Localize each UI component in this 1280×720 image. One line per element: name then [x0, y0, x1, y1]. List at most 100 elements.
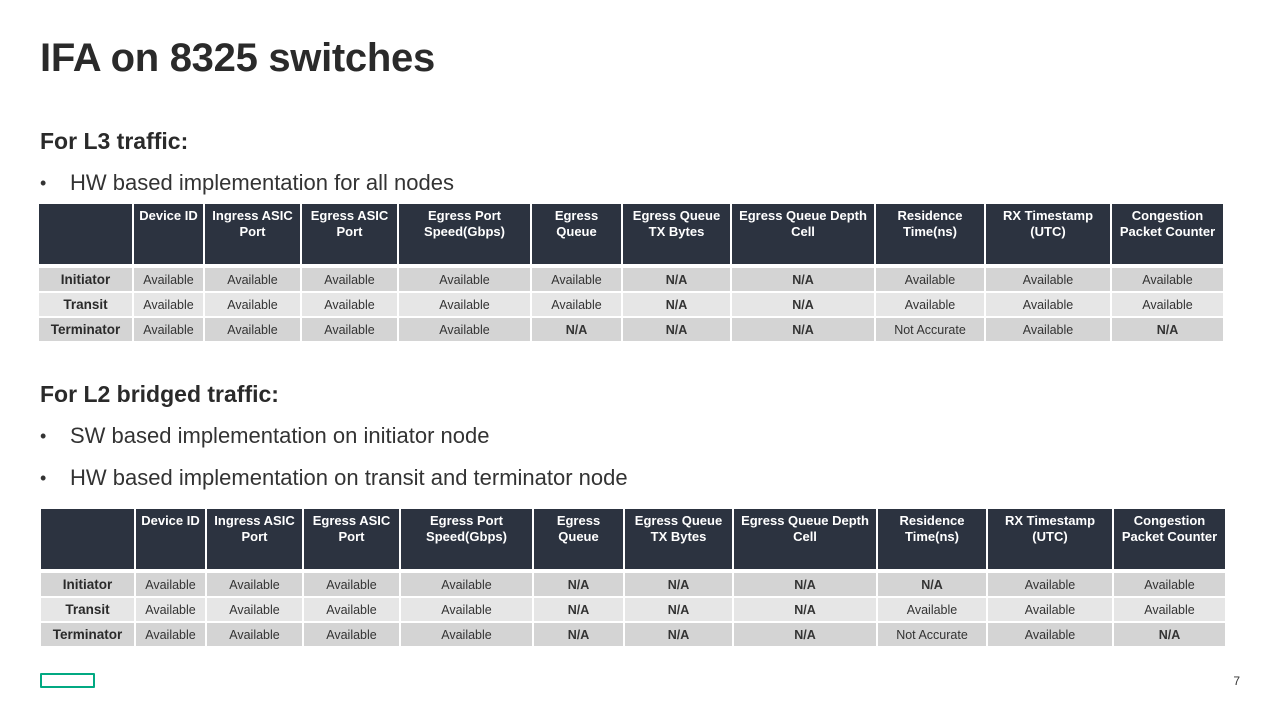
- table-cell: Available: [399, 318, 530, 343]
- table-cell: N/A: [625, 573, 732, 598]
- column-header: Congestion Packet Counter: [1114, 509, 1225, 573]
- table-cell: Available: [302, 318, 397, 343]
- table-cell: N/A: [732, 318, 874, 343]
- table-cell: Available: [399, 268, 530, 293]
- table-cell: Available: [136, 598, 205, 623]
- table-cell: N/A: [534, 573, 623, 598]
- table-cell: Available: [401, 623, 532, 648]
- bullet-text: HW based implementation for all nodes: [70, 170, 454, 195]
- table-cell: Available: [304, 598, 399, 623]
- row-label: Terminator: [39, 318, 132, 343]
- table-cell: Available: [876, 293, 984, 318]
- table-cell: Available: [401, 598, 532, 623]
- table-cell: Available: [401, 573, 532, 598]
- table-cell: N/A: [734, 573, 876, 598]
- table-cell: Available: [205, 293, 300, 318]
- table-cell: Available: [1112, 268, 1223, 293]
- table-cell: N/A: [534, 623, 623, 648]
- table-cell: Available: [304, 573, 399, 598]
- table-cell: Available: [205, 268, 300, 293]
- row-label: Initiator: [41, 573, 134, 598]
- table-header-row: Device ID Ingress ASIC Port Egress ASIC …: [39, 204, 1223, 268]
- table-cell: Available: [986, 318, 1110, 343]
- table-cell: N/A: [734, 623, 876, 648]
- table-cell: Available: [136, 623, 205, 648]
- table-cell: N/A: [732, 293, 874, 318]
- bullet-text: HW based implementation on transit and t…: [70, 465, 628, 490]
- column-header: Egress ASIC Port: [304, 509, 399, 573]
- table-cell: Available: [1114, 598, 1225, 623]
- table-cell: Available: [1114, 573, 1225, 598]
- column-header: Residence Time(ns): [878, 509, 986, 573]
- table-cell: N/A: [623, 293, 730, 318]
- column-header: RX Timestamp (UTC): [986, 204, 1110, 268]
- hpe-logo-icon: [40, 673, 95, 688]
- page-title: IFA on 8325 switches: [40, 36, 435, 80]
- column-header: Egress Port Speed(Gbps): [401, 509, 532, 573]
- bullet-dot-icon: •: [40, 172, 47, 193]
- table-cell: Available: [532, 268, 621, 293]
- table-cell: Available: [988, 623, 1112, 648]
- table-cell: Available: [134, 293, 203, 318]
- column-header: Egress Queue TX Bytes: [623, 204, 730, 268]
- table-cell: Not Accurate: [876, 318, 984, 343]
- column-header: Ingress ASIC Port: [205, 204, 300, 268]
- table-cell: Available: [207, 573, 302, 598]
- header-corner: [39, 204, 132, 268]
- table-cell: N/A: [1112, 318, 1223, 343]
- table-cell: Not Accurate: [878, 623, 986, 648]
- section-heading-l3: For L3 traffic:: [40, 128, 189, 154]
- column-header: Egress Queue Depth Cell: [734, 509, 876, 573]
- table-cell: Available: [134, 318, 203, 343]
- table-header-row: Device ID Ingress ASIC Port Egress ASIC …: [41, 509, 1225, 573]
- bullet-dot-icon: •: [40, 425, 47, 446]
- table-cell: Available: [136, 573, 205, 598]
- table-cell: Available: [134, 268, 203, 293]
- row-label: Transit: [39, 293, 132, 318]
- table-cell: Available: [988, 573, 1112, 598]
- table-cell: N/A: [625, 598, 732, 623]
- table-cell: N/A: [625, 623, 732, 648]
- table-cell: Available: [205, 318, 300, 343]
- ifa-table-l3: Device ID Ingress ASIC Port Egress ASIC …: [37, 204, 1225, 343]
- column-header: Ingress ASIC Port: [207, 509, 302, 573]
- bullet-text: SW based implementation on initiator nod…: [70, 423, 490, 448]
- table-cell: Available: [878, 598, 986, 623]
- column-header: Egress Queue Depth Cell: [732, 204, 874, 268]
- table-cell: N/A: [623, 268, 730, 293]
- column-header: Egress Queue: [534, 509, 623, 573]
- bullet-l3-hw: • HW based implementation for all nodes: [40, 170, 454, 196]
- column-header: Residence Time(ns): [876, 204, 984, 268]
- table-cell: Available: [399, 293, 530, 318]
- table-cell: Available: [988, 598, 1112, 623]
- bullet-l2-sw: • SW based implementation on initiator n…: [40, 423, 489, 449]
- column-header: Device ID: [136, 509, 205, 573]
- table-cell: Available: [302, 268, 397, 293]
- column-header: Egress Queue TX Bytes: [625, 509, 732, 573]
- table-cell: Available: [207, 623, 302, 648]
- column-header: Device ID: [134, 204, 203, 268]
- table-cell: Available: [876, 268, 984, 293]
- ifa-table-l2: Device ID Ingress ASIC Port Egress ASIC …: [39, 509, 1227, 648]
- section-heading-l2: For L2 bridged traffic:: [40, 381, 279, 407]
- table-cell: Available: [986, 293, 1110, 318]
- column-header: RX Timestamp (UTC): [988, 509, 1112, 573]
- column-header: Egress Queue: [532, 204, 621, 268]
- table-cell: Available: [302, 293, 397, 318]
- table-cell: Available: [986, 268, 1110, 293]
- column-header: Congestion Packet Counter: [1112, 204, 1223, 268]
- table-cell: N/A: [732, 268, 874, 293]
- column-header: Egress Port Speed(Gbps): [399, 204, 530, 268]
- bullet-dot-icon: •: [40, 467, 47, 488]
- table-cell: N/A: [734, 598, 876, 623]
- column-header: Egress ASIC Port: [302, 204, 397, 268]
- table-cell: N/A: [534, 598, 623, 623]
- table-cell: Available: [532, 293, 621, 318]
- table-cell: N/A: [878, 573, 986, 598]
